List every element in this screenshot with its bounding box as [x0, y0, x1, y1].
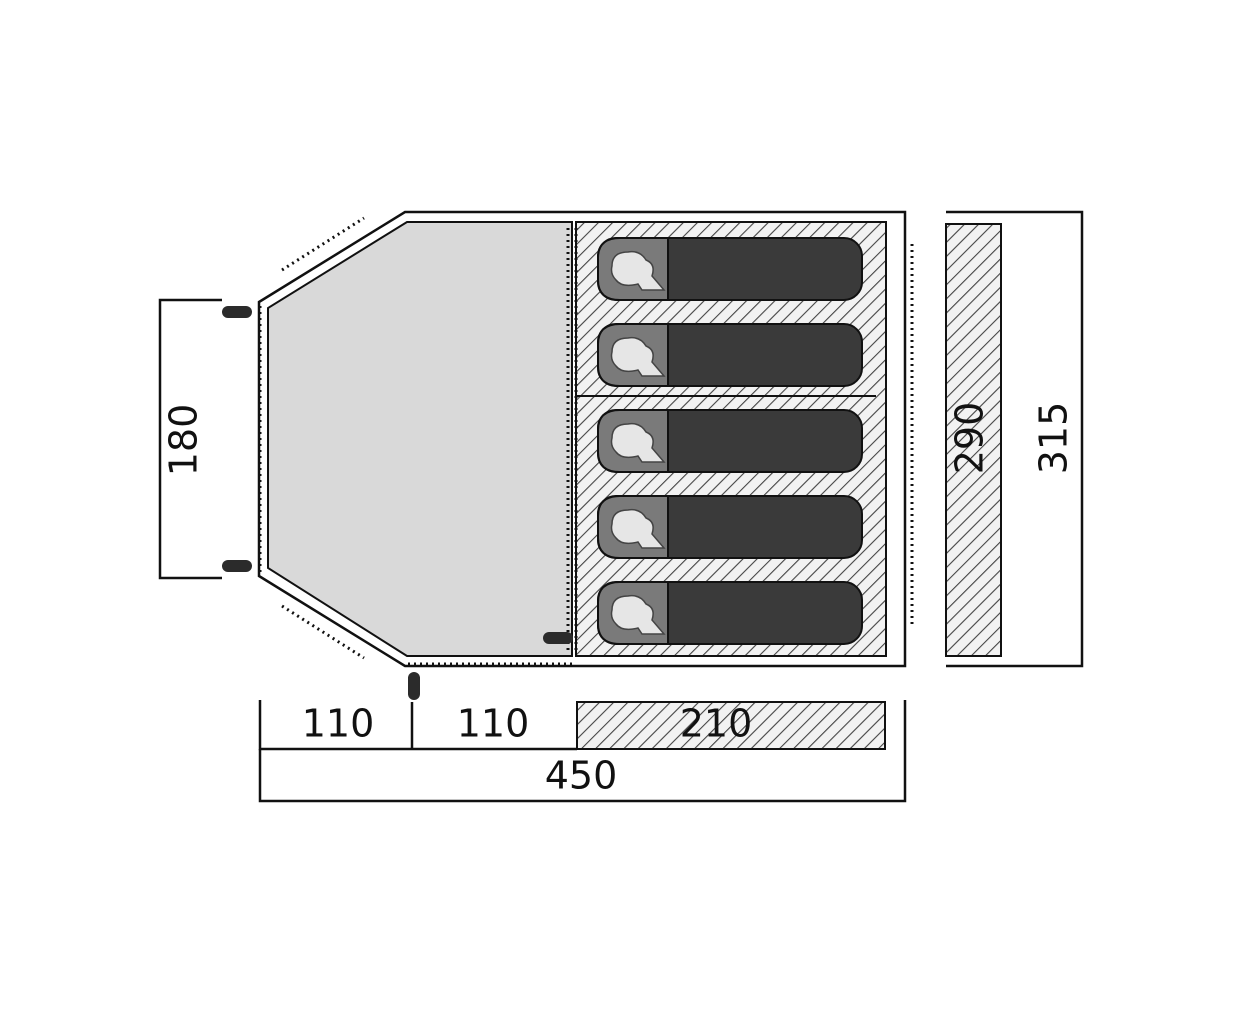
front-vestibule-label: 110 [302, 702, 375, 746]
total-depth-label: 315 [1032, 402, 1076, 475]
bedroom-depth-label: 290 [948, 402, 992, 475]
bedroom-length-label: 210 [680, 702, 753, 746]
flysheet-outline [257, 210, 907, 668]
bedroom-depth-bar [945, 223, 1002, 657]
side-window-bottom [281, 604, 365, 660]
tent-peg-icon [543, 632, 573, 644]
sleeping-bag-icon [597, 409, 863, 473]
sleeping-bag-icon [597, 237, 863, 301]
bedroom-length-bar [576, 701, 886, 750]
tent-peg-icon [222, 560, 252, 572]
side-window-top [281, 216, 365, 272]
vestibule-width-bracket [158, 298, 222, 580]
total-depth-bracket [946, 210, 1084, 668]
rear-vestibule-label: 110 [457, 702, 530, 746]
sleeping-bag-icon [597, 581, 863, 645]
tent-peg-icon [222, 306, 252, 318]
total-length-label: 450 [545, 754, 618, 798]
total-length-bracket [258, 700, 907, 803]
vestibule-width-label: 180 [162, 404, 206, 477]
sleeping-bag-icon [597, 323, 863, 387]
tent-peg-icon [408, 672, 420, 700]
sleeping-bag-icon [597, 495, 863, 559]
vestibule-area [267, 221, 573, 657]
